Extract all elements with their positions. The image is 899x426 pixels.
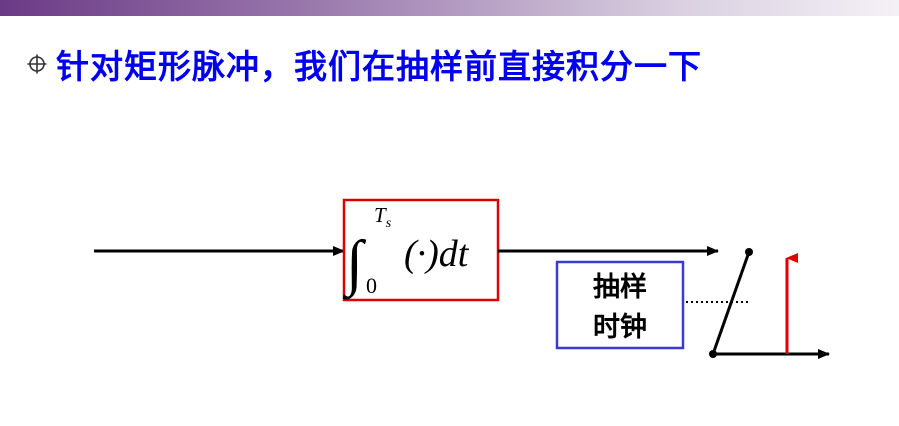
upper-limit-base: T (374, 203, 387, 227)
upper-limit: Ts (374, 203, 392, 231)
integrand: (·)dt (404, 233, 470, 275)
sampling-clock-block (555, 260, 685, 350)
circle-plus-bullet-icon (27, 54, 47, 74)
sampling-clock-label-line1: 抽样 (593, 271, 647, 303)
upper-limit-subscript: s (386, 216, 392, 231)
integral-sign: ∫ (342, 229, 367, 300)
sampling-switch-blade (711, 251, 751, 355)
header-gradient-bar (0, 0, 899, 16)
sampling-clock-label-line2: 时钟 (593, 312, 647, 343)
lower-limit: 0 (366, 273, 377, 298)
slide-title: 针对矩形脉冲，我们在抽样前直接积分一下 (26, 40, 702, 88)
title-text: 针对矩形脉冲，我们在抽样前直接积分一下 (56, 47, 702, 86)
